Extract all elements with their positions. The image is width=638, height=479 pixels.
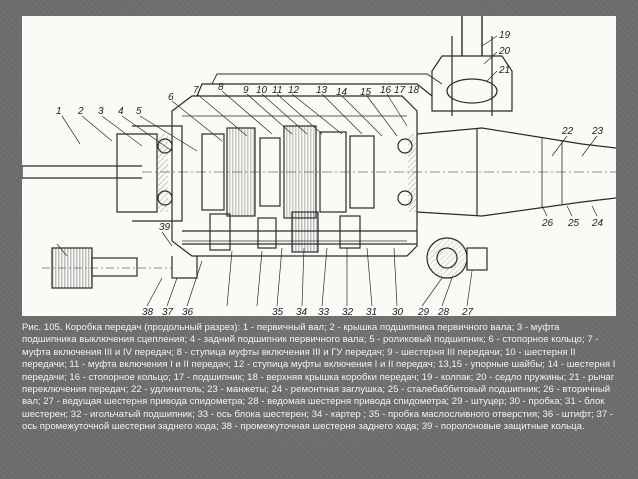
callout-9: 9 [243, 85, 249, 96]
callout-23: 23 [591, 126, 604, 137]
callout-11: 11 [272, 85, 282, 96]
callout-12: 12 [288, 85, 300, 96]
callout-4: 4 [118, 106, 124, 117]
callout-24: 24 [591, 218, 604, 229]
callout-31: 31 [366, 307, 377, 316]
callout-33: 33 [318, 307, 330, 316]
callout-7: 7 [193, 85, 199, 96]
callout-10: 10 [256, 85, 268, 96]
callout-17: 17 [394, 85, 406, 96]
callout-16: 16 [380, 85, 392, 96]
callout-34: 34 [296, 307, 308, 316]
callout-36: 36 [182, 307, 194, 316]
callout-3: 3 [98, 106, 104, 117]
callout-38: 38 [142, 307, 154, 316]
callout-32: 32 [342, 307, 354, 316]
callout-26: 26 [541, 218, 554, 229]
callout-1: 1 [56, 106, 62, 117]
callout-8: 8 [218, 82, 224, 93]
callout-2: 2 [77, 106, 84, 117]
hatching [52, 126, 467, 288]
gearbox-section-drawing: 1 2 3 4 5 6 7 8 9 10 11 12 13 14 15 16 1… [22, 16, 616, 316]
callout-28: 28 [437, 307, 450, 316]
callout-14: 14 [336, 87, 348, 98]
callout-5: 5 [136, 106, 142, 117]
callout-25: 25 [567, 218, 580, 229]
callout-21: 21 [498, 65, 510, 76]
callout-19: 19 [499, 30, 511, 41]
callout-35: 35 [272, 307, 284, 316]
callout-37: 37 [162, 307, 174, 316]
callout-27: 27 [461, 307, 474, 316]
callout-29: 29 [417, 307, 430, 316]
callout-15: 15 [360, 87, 372, 98]
gearbox-drawing-svg: 1 2 3 4 5 6 7 8 9 10 11 12 13 14 15 16 1… [22, 16, 616, 316]
figure-caption: Рис. 105. Коробка передач (продольный ра… [22, 322, 616, 433]
callout-39: 39 [159, 222, 171, 233]
callout-30: 30 [392, 307, 404, 316]
callout-labels: 1 2 3 4 5 6 7 8 9 10 11 12 13 14 15 16 1… [56, 30, 604, 316]
drawing-lines [22, 16, 616, 307]
callout-18: 18 [408, 85, 420, 96]
callout-6: 6 [168, 92, 174, 103]
callout-20: 20 [498, 46, 511, 57]
callout-13: 13 [316, 85, 328, 96]
callout-22: 22 [561, 126, 574, 137]
